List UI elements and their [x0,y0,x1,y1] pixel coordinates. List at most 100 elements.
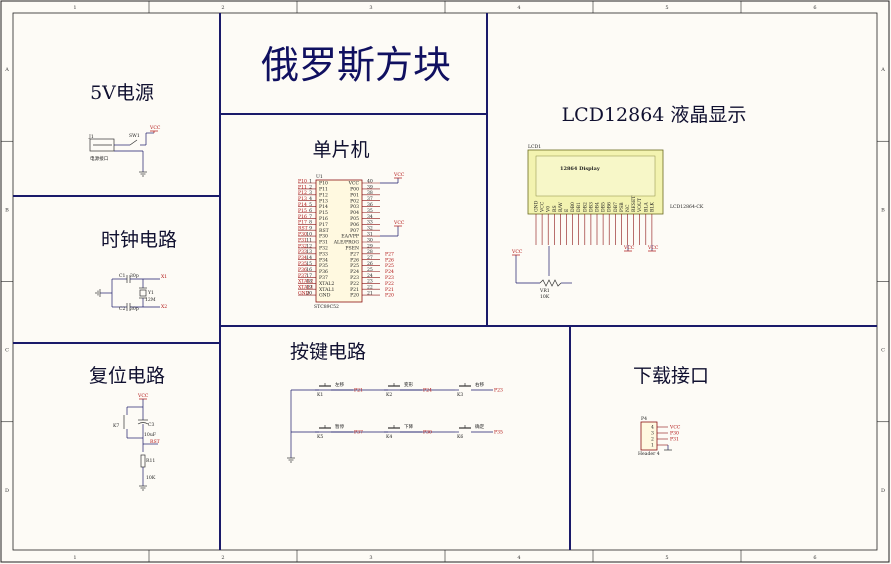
key-label: 暂停 [335,423,345,430]
keys-bus [287,389,455,463]
mcu-pin-name-left: P30 [319,234,328,240]
mcu-net-left: P12 [298,190,307,196]
clock-c2-ref: C2 [119,306,126,312]
power-ref-j1: J1 [88,134,94,140]
power-section-title: 5V电源 [90,82,154,104]
mcu-pin-name-right: P02 [350,198,359,204]
lcd-pin-name: BLK [649,202,655,212]
mcu-net-right: P22 [385,281,394,287]
download-net: VCC [669,425,681,431]
mcu-pin-num-left: 12 [306,243,312,249]
mcu-pin-name-right: P26 [350,257,359,263]
ruler-row-right-A: A [880,67,885,73]
mcu-pin-name-right: P24 [350,269,359,275]
mcu-pin-name-right: P22 [350,281,359,287]
mcu-vcc-top: VCC [393,172,405,178]
mcu-pin-num-left: 6 [309,208,312,214]
mcu-pin-num-right: 35 [367,208,373,214]
clock-crystal-ref: Y1 [147,290,154,296]
mcu-net-right: P21 [385,287,394,293]
mcu-pin-num-left: 3 [309,190,312,196]
ruler-row-left-A: A [4,67,9,73]
keys-section-title: 按键电路 [290,341,366,363]
key-net: P21 [354,388,363,394]
lcd-pin-name: DB7 [613,202,619,212]
key-ref: K2 [386,392,392,398]
mcu-pin-name-right: P01 [350,192,359,198]
mcu-pin-num-right: 27 [367,255,373,261]
mcu-net-left: P17 [298,220,307,226]
mcu-pin-num-right: 24 [367,273,373,279]
download-ref: P4 [641,416,647,422]
reset-circuit [123,398,158,491]
keys-group: K1左移P21K2变形P24K3右移P23K5暂停P37K4下降P30K6确定P… [315,381,503,440]
mcu-pin-num-right: 23 [367,279,373,285]
mcu-pin-name-left: GND [319,293,331,299]
clock-x2-net: X2 [161,304,167,310]
lcd-vr-value: 10K [540,294,550,300]
ruler-row-right-B: B [881,207,885,213]
lcd-pin-name: NC [625,204,631,212]
mcu-pin-name-right: ALE/PROG [333,240,360,246]
mcu-pin-num-left: 16 [306,267,312,273]
lcd-ref: LCD1 [528,144,541,150]
mcu-pin-num-right: 26 [367,261,373,267]
ruler-col-top-4: 4 [517,5,520,11]
mcu-pin-num-left: 2 [309,184,312,190]
mcu-ref: U1 [316,174,323,180]
mcu-net-left: P30 [298,232,307,238]
lcd-display-label: 12864 Display [560,166,601,172]
mcu-pin-num-left: 7 [309,214,312,220]
key-label: 确定 [475,423,485,430]
mcu-net-right: P23 [385,275,394,281]
lcd-pin-name: DB3 [588,202,594,212]
mcu-pin-num-left: 1 [309,178,312,184]
mcu-pin-num-right: 34 [367,214,373,220]
mcu-pin-num-right: 32 [367,226,373,232]
mcu-pin-num-right: 22 [367,285,373,291]
reset-section-title: 复位电路 [89,365,165,387]
reset-res-ref: R11 [146,458,155,464]
key-label: 右移 [475,381,485,388]
download-net: P30 [670,431,679,437]
mcu-pin-name-right: P05 [350,216,359,222]
mcu-net-left: P11 [298,184,307,190]
lcd-pin-name: RS [552,205,558,212]
mcu-net-right: P25 [385,263,394,269]
mcu-pin-num-right: 39 [367,184,373,190]
section-dividers [13,13,877,550]
power-connector-label: 电源接口 [90,155,109,162]
clock-c1-ref: C1 [119,273,126,279]
mcu-net-left: P33 [298,249,307,255]
reset-res-value: 10K [146,475,156,481]
ruler-col-top-3: 3 [369,5,372,11]
clock-c2-value: 30p [130,306,139,312]
clock-section-title: 时钟电路 [101,229,177,251]
lcd-pin-name: VCC [540,201,546,213]
mcu-part: STC89C52 [314,304,339,310]
key-ref: K3 [457,392,463,398]
lcd-pin-name: BLA [643,202,649,212]
lcd-pin-name: DB6 [607,202,613,212]
mcu-pin-name-right: P23 [350,275,359,281]
key-label: 左移 [335,381,345,388]
mcu-pin-num-left: 9 [309,226,312,232]
mcu-pin-name-left: P14 [319,204,328,210]
ruler-col-bottom-3: 3 [369,555,372,561]
reset-vcc-label: VCC [137,393,149,399]
mcu-net-right: P24 [385,269,394,275]
lcd-psb-vcc: VCC [623,245,635,251]
mcu-pin-name-right: P27 [350,251,359,257]
lcd-vr-vcc: VCC [511,249,523,255]
ruler-row-right-C: C [881,348,885,354]
download-header [640,421,658,451]
key-ref: K4 [386,434,392,440]
ruler-row-left-B: B [5,207,9,213]
mcu-pin-name-right: P25 [350,263,359,269]
lcd-pin-name: PSB [619,202,625,212]
lcd-pin-name: E [564,209,570,212]
